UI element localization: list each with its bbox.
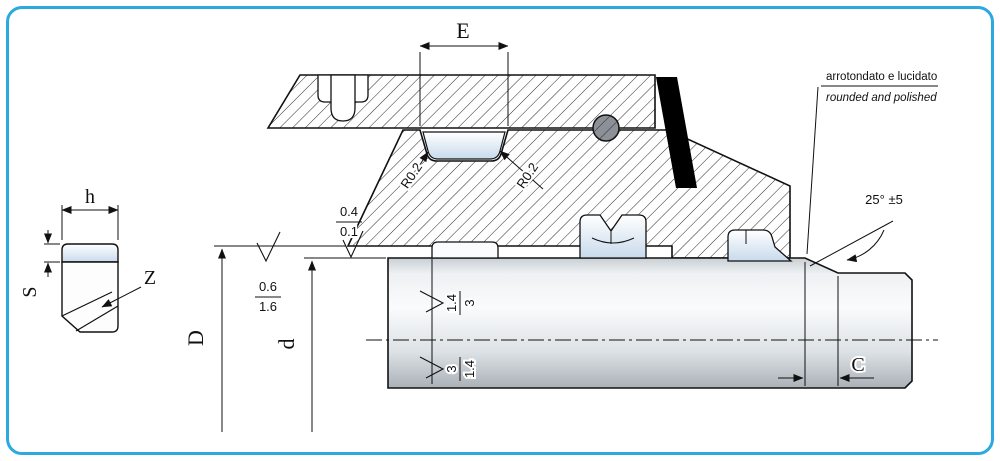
backup-wedge [656,77,697,188]
o-ring-hatch [593,115,619,141]
finish-shaft-lower-b: 1.4 [462,360,477,378]
profile-cap [61,243,119,263]
dim-big-d: D [183,245,346,432]
dim-small-d: d [274,257,386,432]
finish-face-top: 0.6 [259,279,277,294]
profile-body [61,261,119,333]
finish-groove-top: 0.4 [340,204,358,219]
label-z: Z [144,267,156,289]
label-e: E [456,18,469,43]
rod-seal-profile [579,214,647,259]
chamfer-angle: 25° ±5 [809,190,905,267]
profile-lip-cut-1 [61,291,113,317]
rod-seal-detail [591,237,635,244]
finish-shaft-lower-a: 3 [444,365,459,372]
finish-groove: 0.4 0.1 [336,202,364,259]
label-c: C [851,354,864,376]
edge-note: arrotondato e lucidato rounded and polis… [806,71,938,255]
finish-shaft-upper: 1.4 3 [419,290,479,315]
dim-c: C [778,262,874,386]
dim-e: E [419,18,509,126]
chamfer-angle-arc [846,229,885,263]
left-seal-profile [61,243,119,333]
wiper-profile [727,229,793,262]
edge-note-english: rounded and polished [826,92,937,104]
radius-right-leader [499,150,544,190]
chamfer-ext-line [809,220,894,267]
label-angle: 25° ±5 [865,192,903,207]
roughness-check-shaft-lower-icon [419,356,445,379]
housing-section [266,74,791,259]
label-small-d: d [274,339,299,350]
dim-s: S [19,230,60,298]
dim-z-leader [101,286,142,308]
edge-note-italian: arrotondato e lucidato [826,71,937,83]
surface-finish-annotations: 0.4 0.1 0.6 1.6 1.4 3 3 [255,202,479,381]
finish-groove-bot: 0.1 [340,224,358,239]
label-s: S [19,286,41,297]
finish-face-bot: 1.6 [259,299,277,314]
bolt-port-inner [330,74,356,122]
finish-shaft-upper-a: 1.4 [444,294,459,312]
seal-in-groove [422,131,506,160]
roughness-check-face-icon [256,231,281,263]
finish-shaft-lower: 3 1.4 [419,356,479,381]
roughness-check-groove-icon [342,230,364,259]
dim-h: h [61,186,119,240]
finish-face: 0.6 1.6 [255,231,281,316]
finish-shaft-upper-b: 3 [462,299,477,306]
label-h: h [85,186,95,208]
profile-lip-cut-2 [75,305,119,332]
free-seal-on-shaft [431,241,499,259]
seals [431,214,793,262]
dim-z: Z [101,267,156,308]
edge-note-leader [806,86,819,255]
label-big-d: D [183,330,208,346]
roughness-check-shaft-upper-icon [419,290,445,313]
housing-body [346,129,791,259]
radius-left-leader [405,151,429,188]
